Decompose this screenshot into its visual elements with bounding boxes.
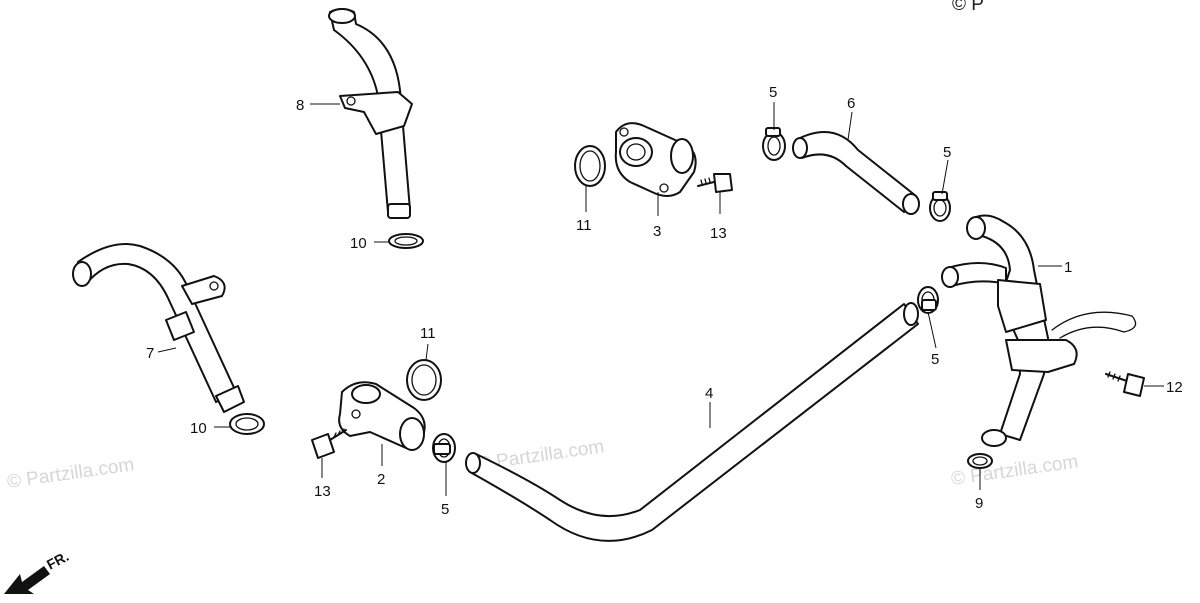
part-13-bolt-lower xyxy=(311,428,347,459)
part-10-washer-left xyxy=(229,413,265,435)
callout-4: 4 xyxy=(705,385,713,402)
callout-11b: 11 xyxy=(420,325,436,342)
part-11-oring-upper xyxy=(574,145,606,187)
callout-10b: 10 xyxy=(190,420,207,437)
callout-9: 9 xyxy=(975,495,983,512)
part-2-housing xyxy=(338,381,426,451)
callout-5b: 5 xyxy=(943,144,951,161)
front-direction-arrow-icon xyxy=(4,566,50,594)
part-5-clamp-a xyxy=(762,127,786,161)
callout-5a: 5 xyxy=(769,84,777,101)
part-10-washer-top xyxy=(388,233,424,249)
part-3-cover xyxy=(614,122,697,197)
callout-7: 7 xyxy=(146,345,154,362)
callout-6: 6 xyxy=(847,95,855,112)
part-6-hose xyxy=(792,131,920,215)
callout-8: 8 xyxy=(296,97,304,114)
part-1-pipe xyxy=(941,214,1137,447)
part-12-bolt xyxy=(1105,371,1145,397)
front-direction-label: FR. xyxy=(44,548,71,573)
leader-lines xyxy=(157,102,1164,496)
part-5-clamp-d xyxy=(432,433,456,463)
part-4-hose xyxy=(465,302,919,542)
callout-12: 12 xyxy=(1166,379,1183,396)
callout-10a: 10 xyxy=(350,235,367,252)
part-8-pipe xyxy=(328,8,413,219)
watermark-left: © Partzilla.com xyxy=(6,454,136,493)
callout-2: 2 xyxy=(377,471,385,488)
part-7-pipe xyxy=(72,243,245,413)
part-5-clamp-c xyxy=(917,286,939,314)
callout-13b: 13 xyxy=(710,225,727,242)
callout-11a: 11 xyxy=(576,217,592,234)
callout-5d: 5 xyxy=(441,501,449,518)
watermark-corner: © P xyxy=(952,0,984,15)
part-11-oring-lower xyxy=(406,359,442,401)
callout-1: 1 xyxy=(1064,259,1072,276)
part-13-bolt-upper xyxy=(697,173,733,193)
callout-5c: 5 xyxy=(931,351,939,368)
callout-3: 3 xyxy=(653,223,661,240)
part-5-clamp-b xyxy=(929,191,951,222)
callout-13a: 13 xyxy=(314,483,331,500)
